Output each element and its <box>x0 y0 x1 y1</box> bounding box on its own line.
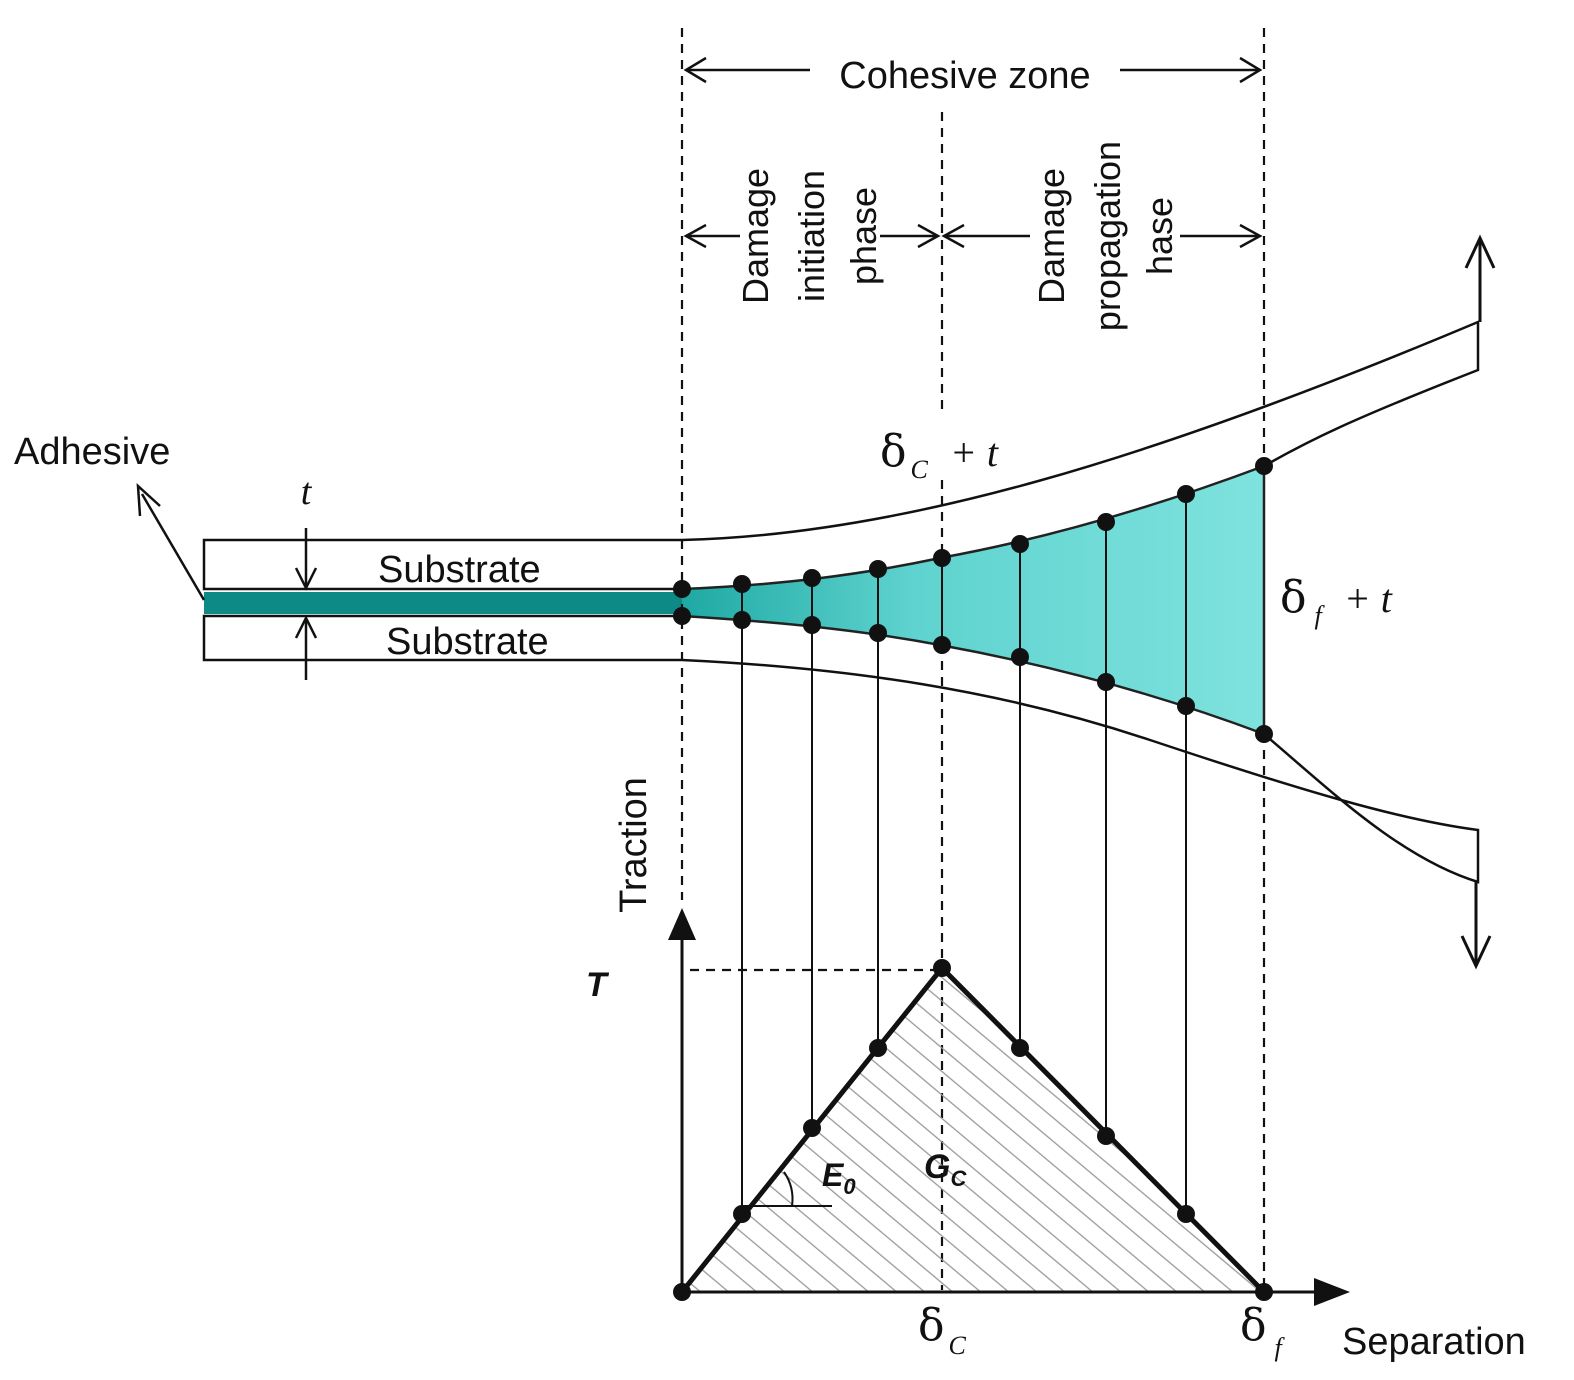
substrate-top-label: Substrate <box>378 549 541 591</box>
plot-axes <box>680 924 1318 1294</box>
load-arrows <box>1460 234 1496 970</box>
separation-axis-label: Separation <box>1342 1321 1526 1363</box>
stiffness-angle-arc <box>783 1171 794 1207</box>
substrates <box>202 320 1480 884</box>
cohesive-zone-label: Cohesive zone <box>839 55 1090 97</box>
damage-initiation-line-3: phase <box>843 187 884 285</box>
projection-lines <box>741 494 1187 1214</box>
damage-initiation-line-2: initiation <box>791 170 832 302</box>
fracture-energy-label: GC <box>924 1148 967 1191</box>
damage-propagation-line-2: propagation <box>1087 141 1128 331</box>
damage-propagation-line-1: Damage <box>1031 168 1072 304</box>
adhesive-layer <box>204 592 682 614</box>
adhesive-pointer <box>136 482 206 601</box>
damage-propagation-line-3: hase <box>1139 197 1180 275</box>
adhesive-label: Adhesive <box>14 431 170 473</box>
stiffness-label: E0 <box>822 1157 856 1199</box>
thickness-label: t <box>301 471 313 513</box>
separation-axis-arrowhead <box>1314 1278 1350 1306</box>
dimension-arrows <box>683 56 1263 249</box>
damage-initiation-line-1: Damage <box>735 168 776 304</box>
traction-axis-label: Traction <box>613 777 655 913</box>
traction-axis-arrowhead <box>668 908 696 940</box>
cohesive-zone-fill <box>682 466 1264 734</box>
damage-initiation-label: Damage initiation phase <box>735 168 884 304</box>
thickness-marker <box>294 528 318 680</box>
peak-traction-label: T <box>586 966 610 1004</box>
node-points <box>673 457 1273 1301</box>
substrate-bottom-label: Substrate <box>386 621 549 663</box>
fracture-energy-area <box>682 968 1264 1292</box>
damage-propagation-label: Damage propagation hase <box>1031 141 1180 331</box>
